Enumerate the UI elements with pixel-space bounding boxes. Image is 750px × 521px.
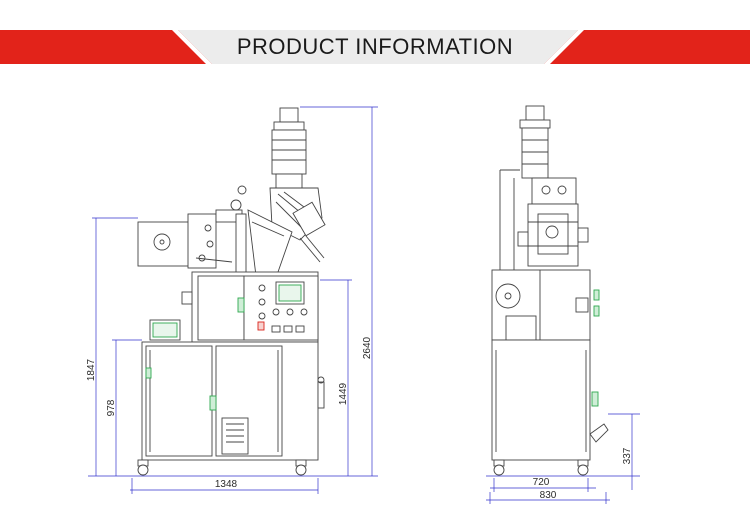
dim-height-frame: 1847 <box>86 358 97 381</box>
dim-side-height-pedal: 337 <box>622 447 633 464</box>
side-hopper <box>499 105 551 270</box>
front-dimension-lines <box>88 106 378 494</box>
dim-side-width-outer: 830 <box>540 490 557 501</box>
side-mechanism <box>517 177 589 267</box>
front-casters <box>137 459 307 476</box>
front-view <box>137 107 326 476</box>
front-control-section <box>181 271 319 343</box>
dim-width-front: 1348 <box>215 479 238 490</box>
banner-title-plate <box>172 30 584 64</box>
dim-side-width-inner: 720 <box>533 477 550 488</box>
side-view <box>491 105 609 476</box>
dim-height-inlet: 1449 <box>338 382 349 405</box>
side-casters <box>493 459 589 476</box>
side-upper-body <box>491 269 600 341</box>
front-cabinet <box>141 341 325 461</box>
banner-title: PRODUCT INFORMATION <box>236 34 514 59</box>
front-label-unit <box>137 185 247 275</box>
front-side-screen <box>149 319 181 341</box>
side-dimension-lines <box>486 413 640 504</box>
front-hopper <box>271 107 307 189</box>
dim-height-cabinet: 978 <box>106 399 117 416</box>
side-cabinet <box>491 339 609 461</box>
dim-height-total: 2640 <box>362 336 373 359</box>
